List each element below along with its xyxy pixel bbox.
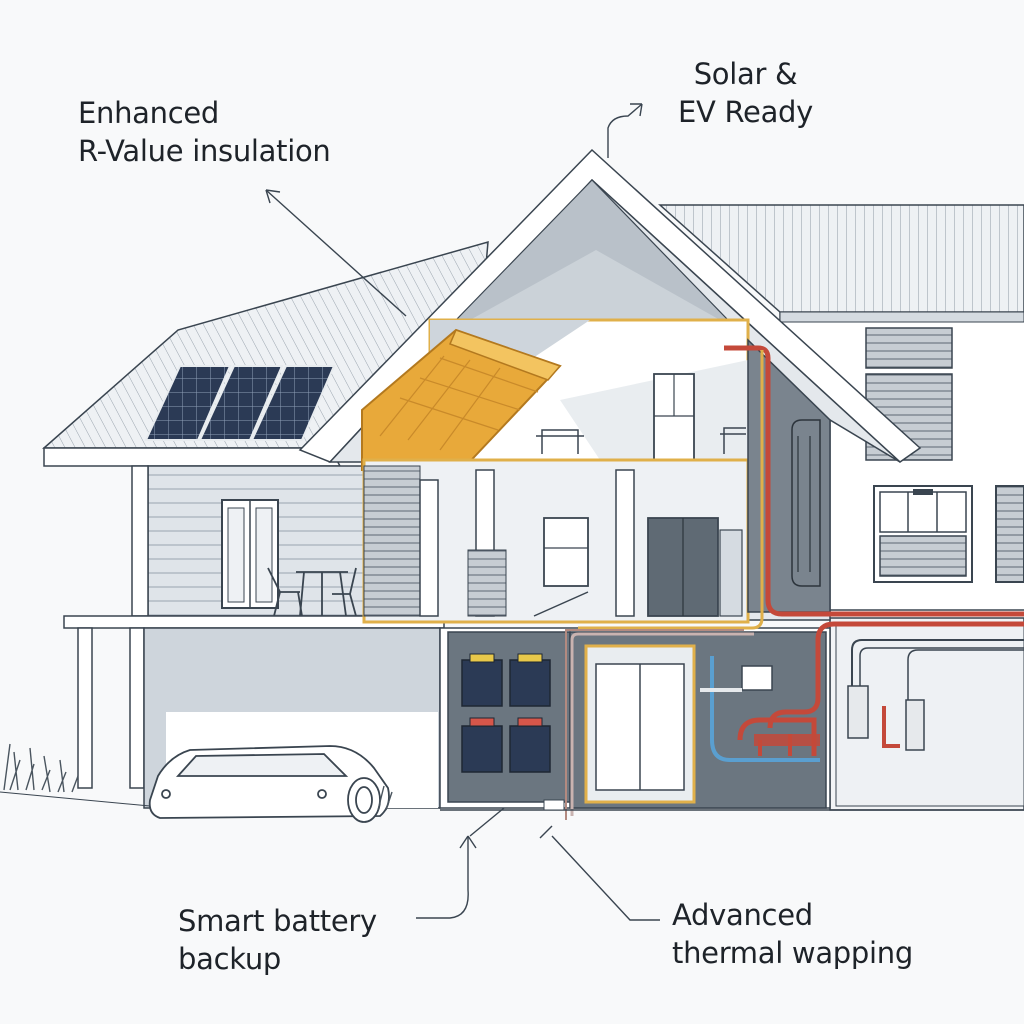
callout-solar-line1: Solar &: [693, 57, 798, 91]
callout-insulation-line2: R-Value insulation: [78, 134, 331, 168]
window-right: [873, 485, 973, 583]
ev-car-icon: [148, 745, 390, 823]
callout-insulation: Enhanced R-Value insulation: [78, 94, 331, 170]
callout-thermal-line1: Advanced: [672, 898, 813, 932]
callout-solar-ev: Solar & EV Ready: [678, 55, 813, 131]
thermal-pipes: [565, 345, 1024, 820]
insulation-panel: [361, 328, 562, 474]
grass: [3, 743, 393, 811]
callout-battery-line2: backup: [178, 942, 282, 976]
callout-battery-line1: Smart battery: [178, 904, 377, 938]
porch-furniture: [267, 567, 357, 617]
callout-thermal-line2: thermal wapping: [672, 936, 913, 970]
battery-icon: [461, 653, 551, 773]
callout-insulation-line1: Enhanced: [78, 96, 220, 130]
callout-thermal: Advanced thermal wapping: [672, 896, 913, 972]
callout-battery: Smart battery backup: [178, 902, 377, 978]
main-gable: [298, 148, 922, 624]
callout-leaders: [265, 103, 660, 921]
callout-solar-line2: EV Ready: [678, 95, 814, 129]
solar-panel-icon: [144, 365, 336, 441]
left-wing: [0, 240, 489, 823]
basement: [439, 627, 831, 809]
